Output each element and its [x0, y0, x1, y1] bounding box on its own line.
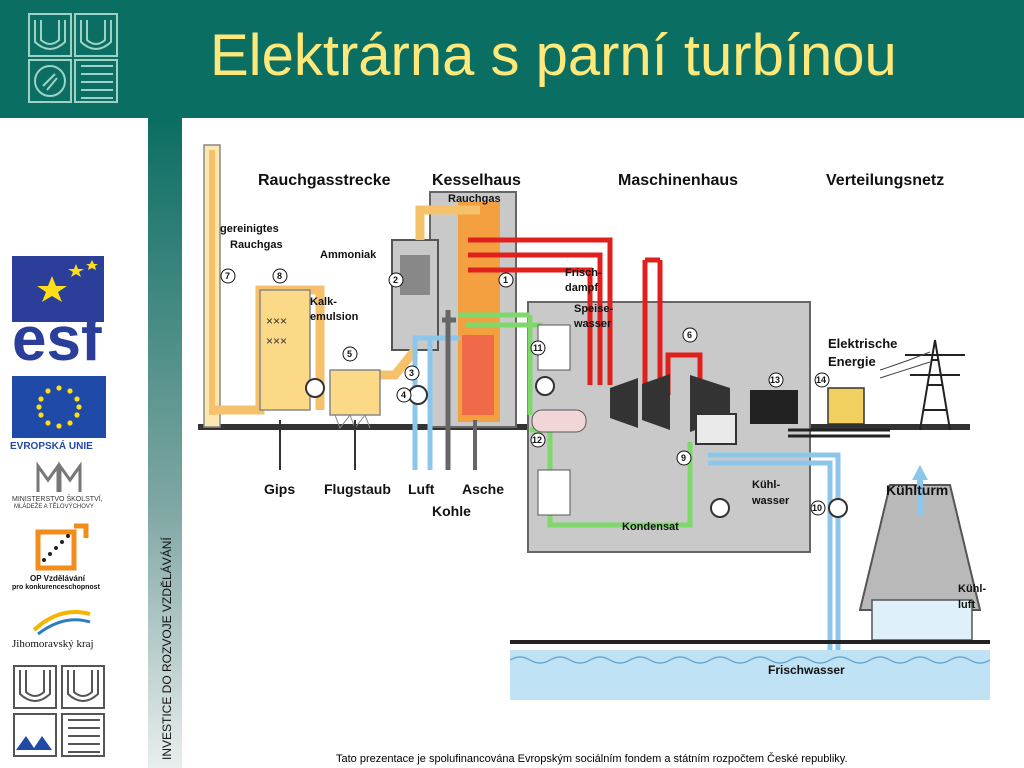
power-pylon-icon	[905, 339, 965, 431]
marker-1: 1	[503, 275, 508, 285]
marker-3: 3	[409, 368, 414, 378]
marker-6: 6	[687, 330, 692, 340]
power-plant-diagram: Rauchgasstrecke Kesselhaus Maschinenhaus…	[198, 144, 990, 700]
label-kuehlwasser-2: wasser	[751, 495, 790, 507]
section-kesselhaus: Kesselhaus	[432, 172, 521, 189]
op-logo-icon	[35, 523, 89, 571]
label-kuehlluft-1: Kühl-	[958, 583, 986, 595]
marker-11: 11	[533, 343, 543, 353]
msmt-caption-1: MINISTERSTVO ŠKOLSTVÍ,	[12, 496, 103, 503]
label-kuehlturm: Kühlturm	[886, 482, 948, 498]
marker-9: 9	[681, 453, 686, 463]
label-asche: Asche	[462, 481, 504, 497]
condenser	[695, 413, 737, 445]
section-verteilungsnetz: Verteilungsnetz	[826, 172, 944, 189]
label-gips: Gips	[264, 481, 295, 497]
msmt-caption-2: MLÁDEŽE A TĚLOVÝCHOVY	[14, 504, 94, 510]
marker-2: 2	[393, 275, 398, 285]
esf-logo-icon: esf	[12, 256, 104, 364]
label-speise-2: wasser	[573, 318, 612, 330]
marker-12: 12	[532, 435, 542, 445]
section-rauchgasstrecke: Rauchgasstrecke	[258, 172, 391, 189]
label-rauchgas-top: Rauchgas	[448, 193, 501, 205]
marker-8: 8	[277, 271, 282, 281]
label-rauchgas-clean: Rauchgas	[230, 239, 283, 251]
preheater-top	[537, 324, 571, 371]
label-kalk-2: emulsion	[310, 311, 359, 323]
transformer	[827, 387, 865, 425]
feedwater-lines	[458, 312, 693, 528]
marker-7: 7	[225, 271, 230, 281]
label-kohle: Kohle	[432, 503, 471, 519]
logo-sidebar	[0, 118, 148, 768]
svg-text:×××: ×××	[266, 314, 287, 328]
preheater-bottom	[537, 469, 571, 516]
label-elektr-1: Elektrische	[828, 336, 897, 351]
generator	[750, 390, 798, 424]
label-ammoniak: Ammoniak	[320, 249, 377, 261]
steam-lines	[468, 237, 663, 385]
air-fan-icon	[408, 385, 428, 405]
label-frisch-1: Frisch-	[565, 267, 602, 279]
label-frisch-2: dampf	[565, 282, 598, 294]
feedwater-tank	[531, 409, 587, 433]
coal-feed	[442, 310, 456, 470]
marker-10: 10	[812, 503, 822, 513]
electrostatic-filter	[329, 369, 381, 416]
river-water	[510, 650, 990, 700]
label-gereinigtes: gereinigtes	[220, 223, 279, 235]
label-speise-1: Speise-	[574, 303, 613, 315]
op-caption-1: OP Vzdělávání	[30, 574, 85, 583]
marker-13: 13	[770, 375, 780, 385]
pump-10c-icon	[828, 498, 848, 518]
header-bar	[0, 0, 1024, 118]
scrubber	[259, 289, 311, 411]
marker-5: 5	[347, 349, 352, 359]
label-kuehlwasser-1: Kühl-	[752, 479, 780, 491]
vertical-text: INVESTICE DO ROZVOJE VZDĚLÁVÁNÍ	[160, 537, 174, 760]
pump-10b-icon	[710, 498, 730, 518]
jmk-caption: Jihomoravský kraj	[12, 638, 94, 650]
label-flugstaub: Flugstaub	[324, 481, 391, 497]
label-kalk-1: Kalk-	[310, 296, 337, 308]
label-frischwasser: Frischwasser	[768, 663, 845, 677]
vut-logo-icon	[28, 13, 118, 103]
marker-14: 14	[816, 375, 826, 385]
msmt-logo-icon	[36, 461, 82, 492]
label-kondensat: Kondensat	[622, 521, 679, 533]
marker-4: 4	[401, 390, 406, 400]
op-caption-2: pro konkurenceschopnost	[12, 584, 100, 591]
pump-10a-icon	[535, 376, 555, 396]
slide-title: Elektrárna s parní turbínou	[210, 23, 897, 88]
furnace	[462, 335, 494, 415]
label-elektr-2: Energie	[828, 354, 876, 369]
jmk-logo-icon	[32, 610, 91, 636]
eu-flag-icon	[12, 376, 106, 438]
cooling-lines	[412, 335, 841, 650]
footer-note: Tato prezentace je spolufinancována Evro…	[336, 753, 848, 765]
cooling-tower	[858, 484, 982, 611]
vertical-strip	[148, 118, 182, 768]
hp-turbine	[610, 378, 638, 428]
eu-caption: EVROPSKÁ UNIE	[10, 441, 93, 452]
label-kuehlluft-2: luft	[958, 599, 975, 611]
label-luft: Luft	[408, 481, 435, 497]
esf-text: esf	[12, 305, 102, 364]
svg-text:×××: ×××	[266, 334, 287, 348]
vut-bottom-logo-icon	[13, 665, 105, 757]
flue-fan-icon	[305, 378, 325, 398]
section-maschinenhaus: Maschinenhaus	[618, 172, 738, 189]
